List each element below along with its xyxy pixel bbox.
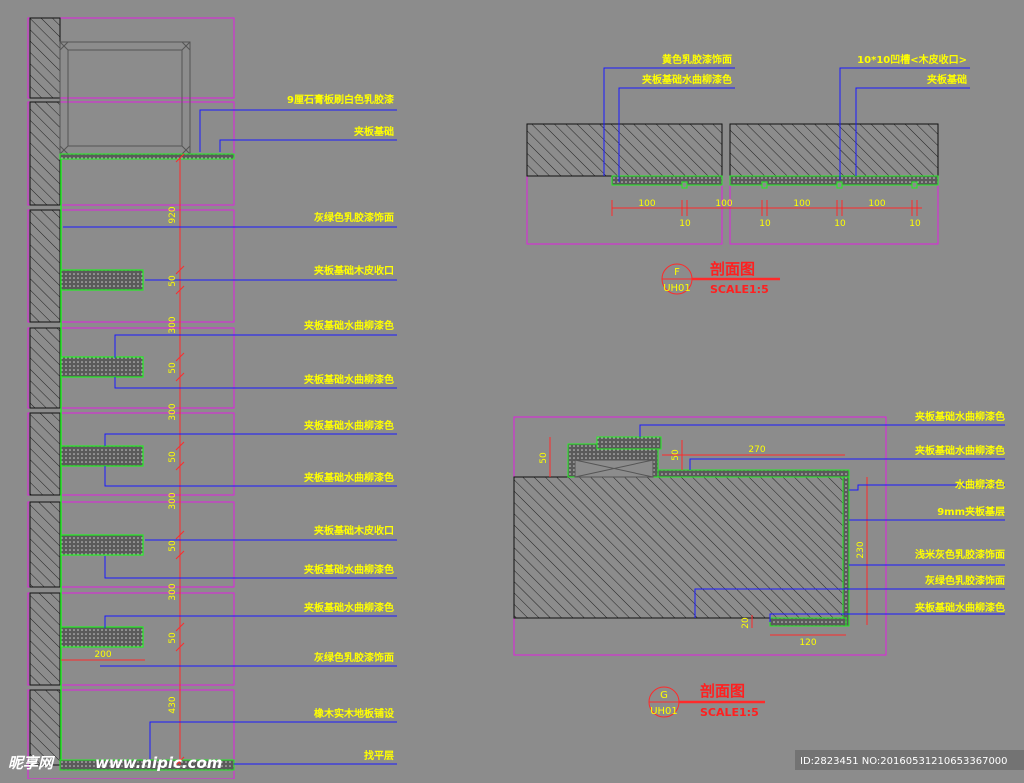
left-dim-2: 300: [168, 316, 178, 333]
g-label-2: 水曲柳漆色: [954, 478, 1005, 491]
left-label-12: 橡木实木地板铺设: [314, 707, 394, 720]
g-label-6: 夹板基础水曲柳漆色: [915, 601, 1005, 614]
left-label-1: 夹板基础: [354, 125, 394, 138]
g-label-5: 灰绿色乳胶漆饰面: [925, 574, 1005, 587]
left-label-7: 夹板基础水曲柳漆色: [304, 471, 394, 484]
f-label-1: 夹板基础水曲柳漆色: [642, 73, 732, 86]
watermark-brand: 昵享网: [8, 754, 56, 772]
f-dim-6: 100: [868, 199, 885, 209]
g-label-4: 浅米灰色乳胶漆饰面: [915, 548, 1005, 561]
f-circle-bottom: UH01: [663, 283, 691, 294]
g-circle-top: G: [660, 690, 668, 701]
g-circle-bottom: UH01: [650, 706, 678, 717]
f-label-2: 10*10凹槽<木皮收口>: [857, 53, 967, 66]
watermark: 昵享网 www.nipic.com ID:2823451 NO:20160531…: [8, 750, 1024, 772]
g-dim-2: 270: [748, 445, 765, 455]
left-label-4: 夹板基础水曲柳漆色: [304, 319, 394, 332]
left-label-3: 夹板基础木皮收口: [314, 264, 394, 277]
f-dim-5: 10: [834, 219, 846, 229]
f-scale: SCALE1:5: [710, 283, 769, 296]
left-section: 9厘石膏板刷白色乳胶漆 夹板基础 灰绿色乳胶漆饰面 夹板基础木皮收口 夹板基础水…: [27, 17, 397, 780]
left-label-0: 9厘石膏板刷白色乳胶漆: [287, 93, 394, 106]
g-section-marker: G UH01 剖面图 SCALE1:5: [648, 682, 765, 719]
f-dim-7: 10: [909, 219, 921, 229]
left-dim-8: 300: [168, 583, 178, 600]
g-dim-3: 230: [856, 541, 866, 558]
watermark-id: ID:2823451 NO:20160531210653367000: [800, 756, 1008, 767]
g-title: 剖面图: [700, 682, 745, 700]
g-dim-0: 50: [539, 452, 549, 464]
left-label-10: 夹板基础水曲柳漆色: [304, 601, 394, 614]
g-scale: SCALE1:5: [700, 706, 759, 719]
f-label-3: 夹板基础: [927, 73, 967, 86]
left-dim-11: 200: [94, 650, 111, 660]
left-dim-0: 920: [168, 206, 178, 223]
g-dim-5: 120: [799, 638, 816, 648]
left-label-11: 灰绿色乳胶漆饰面: [314, 651, 394, 664]
f-dim-2: 100: [715, 199, 732, 209]
section-g: 50 50 270 230 20 120 夹板基础水曲柳漆色 夹板基础水曲柳漆色…: [513, 410, 1005, 719]
left-dim-1: 50: [168, 275, 178, 287]
f-circle-top: F: [674, 267, 680, 278]
f-dim-1: 10: [679, 219, 691, 229]
g-label-0: 夹板基础水曲柳漆色: [915, 410, 1005, 423]
left-label-5: 夹板基础水曲柳漆色: [304, 373, 394, 386]
left-label-2: 灰绿色乳胶漆饰面: [314, 211, 394, 224]
left-label-13: 找平层: [364, 749, 394, 762]
left-label-9: 夹板基础水曲柳漆色: [304, 563, 394, 576]
f-label-0: 黄色乳胶漆饰面: [662, 53, 732, 66]
f-dim-4: 100: [793, 199, 810, 209]
left-dim-5: 50: [168, 451, 178, 463]
g-label-1: 夹板基础水曲柳漆色: [915, 444, 1005, 457]
g-label-3: 9mm夹板基层: [937, 505, 1005, 518]
section-f: 100 10 100 10 100 10 100 10 黄色乳胶漆饰面 夹板基础…: [526, 53, 970, 296]
left-dim-3: 50: [168, 362, 178, 374]
left-label-8: 夹板基础木皮收口: [314, 524, 394, 537]
left-dim-7: 50: [168, 540, 178, 552]
f-section-marker: F UH01 剖面图 SCALE1:5: [661, 260, 780, 296]
left-dim-10: 430: [168, 696, 178, 713]
left-label-6: 夹板基础水曲柳漆色: [304, 419, 394, 432]
f-title: 剖面图: [710, 260, 755, 278]
g-dim-4: 20: [741, 617, 751, 629]
f-dim-3: 10: [759, 219, 771, 229]
g-dim-1: 50: [671, 449, 681, 461]
f-dim-0: 100: [638, 199, 655, 209]
left-dim-6: 300: [168, 492, 178, 509]
watermark-url: www.nipic.com: [95, 754, 222, 772]
left-dim-4: 300: [168, 403, 178, 420]
left-dim-9: 50: [168, 632, 178, 644]
